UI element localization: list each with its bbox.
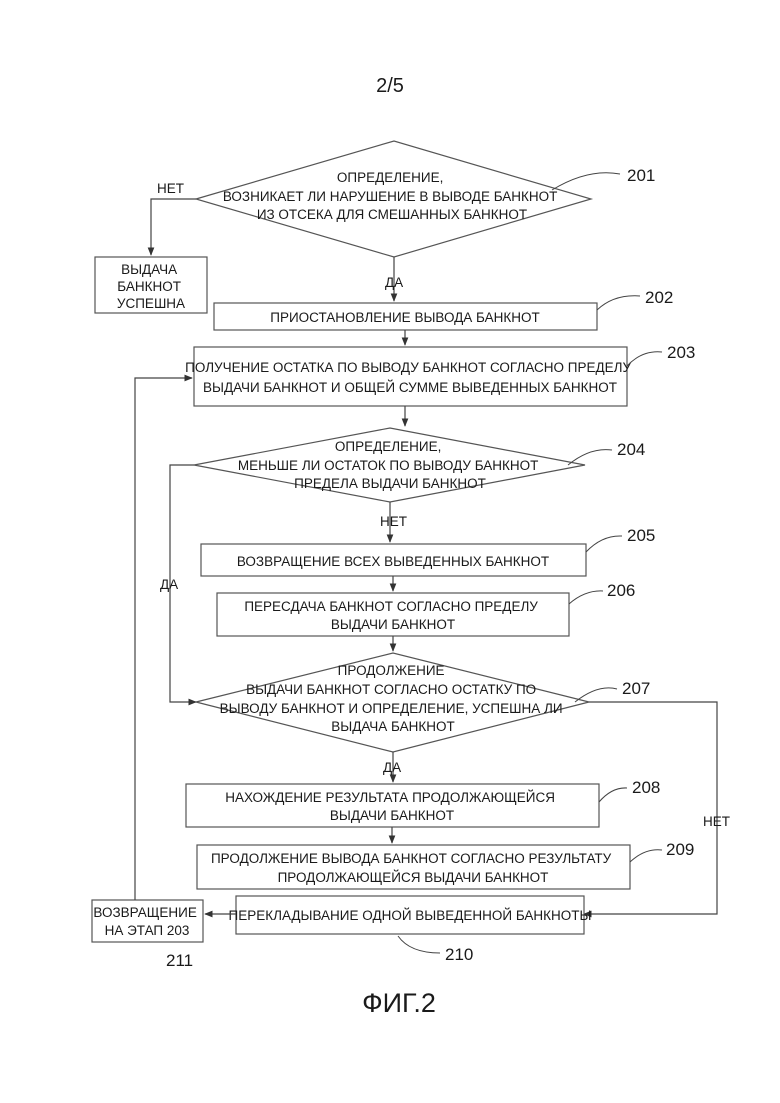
leader-210 xyxy=(398,936,440,953)
ref-207: 207 xyxy=(622,679,650,698)
box-203 xyxy=(194,347,627,406)
leader-206 xyxy=(569,591,603,604)
step-202-text: ПРИОСТАНОВЛЕНИЕ ВЫВОДА БАНКНОТ xyxy=(270,310,539,325)
success-text: ВЫДАЧА БАНКНОТ УСПЕШНА xyxy=(117,262,185,311)
edge-201-no xyxy=(151,199,196,255)
label-201-no: НЕТ xyxy=(157,181,184,196)
step-204-text: ОПРЕДЕЛЕНИЕ, МЕНЬШЕ ЛИ ОСТАТОК ПО ВЫВОДУ… xyxy=(238,439,542,491)
figure-caption: ФИГ.2 xyxy=(362,988,436,1018)
label-204-no: НЕТ xyxy=(380,514,407,529)
label-207-yes: ДА xyxy=(383,760,401,775)
ref-204: 204 xyxy=(617,440,645,459)
leader-201 xyxy=(552,173,620,190)
ref-206: 206 xyxy=(607,581,635,600)
label-204-yes: ДА xyxy=(160,577,178,592)
label-207-no: НЕТ xyxy=(703,814,730,829)
ref-203: 203 xyxy=(667,343,695,362)
leader-202 xyxy=(597,296,640,310)
ref-211: 211 xyxy=(166,951,193,970)
ref-210: 210 xyxy=(445,945,473,964)
ref-208: 208 xyxy=(632,778,660,797)
step-205-text: ВОЗВРАЩЕНИЕ ВСЕХ ВЫВЕДЕННЫХ БАНКНОТ xyxy=(237,554,549,569)
leader-209 xyxy=(630,850,662,862)
ref-205: 205 xyxy=(627,526,655,545)
ref-209: 209 xyxy=(666,840,694,859)
label-201-yes: ДА xyxy=(385,275,403,290)
ref-202: 202 xyxy=(645,288,673,307)
edge-211-203 xyxy=(135,378,192,900)
ref-201: 201 xyxy=(627,166,655,185)
leader-208 xyxy=(599,788,627,802)
page-number: 2/5 xyxy=(376,75,404,97)
leader-205 xyxy=(586,536,622,552)
step-210-text: ПЕРЕКЛАДЫВАНИЕ ОДНОЙ ВЫВЕДЕННОЙ БАНКНОТЫ xyxy=(229,908,592,923)
